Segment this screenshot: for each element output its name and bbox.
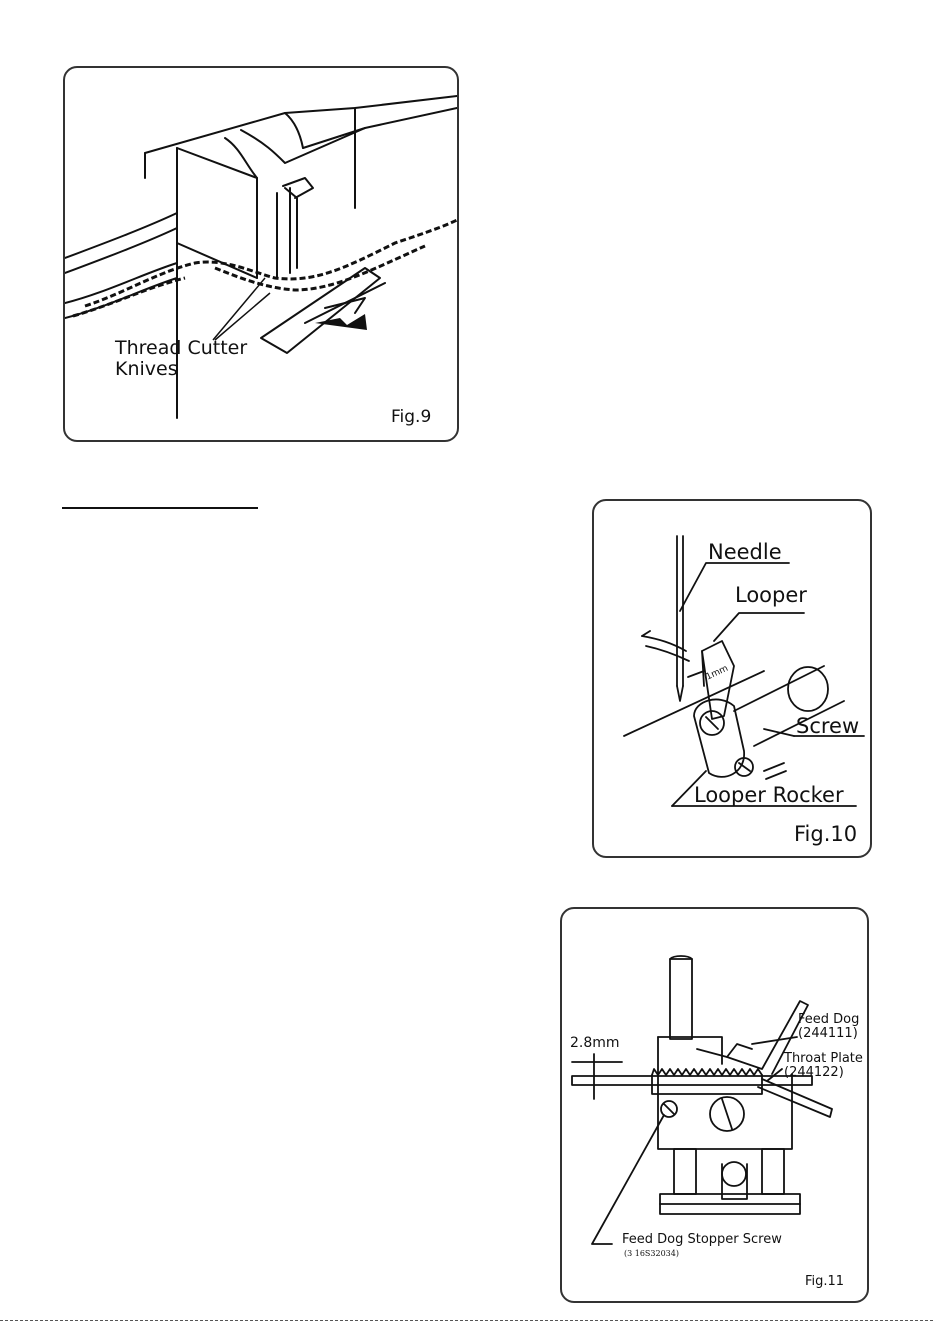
page-bottom-rule xyxy=(0,1320,933,1321)
thread-cutter-label-line1: Thread Cutter xyxy=(115,338,247,359)
needle-label: Needle xyxy=(708,541,782,564)
stopper-screw-part-number: (3 16S32034) xyxy=(624,1250,679,1259)
fig9-caption: Fig.9 xyxy=(391,408,431,427)
thread-cutter-label-line2: Knives xyxy=(115,359,247,380)
figure-9: Thread Cutter Knives Fig.9 xyxy=(63,66,459,442)
looper-label: Looper xyxy=(735,584,807,607)
thread-cutter-illustration xyxy=(65,68,457,440)
feed-dog-label: Feed Dog (244111) xyxy=(798,1013,859,1042)
fig10-caption: Fig.10 xyxy=(794,823,857,846)
looper-rocker-label: Looper Rocker xyxy=(694,784,844,807)
feed-dog-part-number: (244111) xyxy=(798,1027,859,1041)
stopper-screw-label: Feed Dog Stopper Screw xyxy=(622,1233,782,1247)
throat-plate-name: Throat Plate xyxy=(784,1052,863,1066)
throat-plate-label: Throat Plate (244122) xyxy=(784,1052,863,1081)
fig11-caption: Fig.11 xyxy=(805,1275,844,1289)
feed-dog-name: Feed Dog xyxy=(798,1013,859,1027)
figure-11: 2.8mm Feed Dog (244111) Throat Plate (24… xyxy=(560,907,869,1303)
height-label: 2.8mm xyxy=(570,1036,620,1051)
screw-label: Screw xyxy=(796,715,859,738)
thread-cutter-label: Thread Cutter Knives xyxy=(115,338,247,380)
throat-plate-part-number: (244122) xyxy=(784,1066,863,1080)
section-heading-rule xyxy=(62,507,258,509)
figure-10: Needle Looper 1mm Screw Looper Rocker Fi… xyxy=(592,499,872,858)
